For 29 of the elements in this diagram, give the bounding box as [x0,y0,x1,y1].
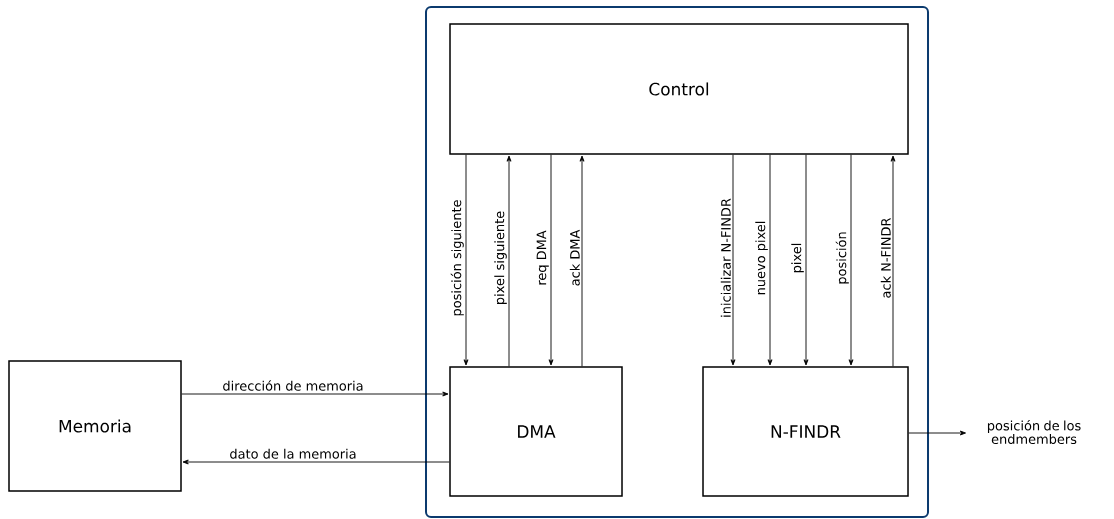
edge-label: pixel siguiente [493,209,508,307]
arrow [548,154,554,366]
edge-label: posición [834,230,850,286]
arrow [730,154,736,366]
arrow [181,391,449,397]
edge-label: inicializar N-FINDR [719,197,732,319]
arrow [848,154,854,366]
edge-label: dato de la memoria [228,447,358,460]
arrow [182,459,450,465]
block-box: Control [449,23,909,155]
edge-label: nuevo pixel [754,219,769,297]
arrow [767,154,773,366]
edge-label: dirección de memoria [221,379,365,392]
block-box: DMA [449,366,623,497]
module-frame [425,6,929,518]
arrow [803,154,809,366]
edge-label: ack DMA [568,228,581,288]
edge-label: req DMA [535,229,550,287]
arrow [908,430,966,436]
arrow [463,154,469,366]
edge-label: pixel [790,241,805,275]
edge-label: ack N-FINDR [879,216,892,300]
arrow [579,155,585,367]
block-box: N-FINDR [702,366,909,497]
output-text: posición de los endmembers [987,419,1081,445]
block-box: Memoria [8,360,182,492]
edge-label: posición siguiente [449,198,465,318]
arrow [506,155,512,367]
arrow [890,155,896,367]
